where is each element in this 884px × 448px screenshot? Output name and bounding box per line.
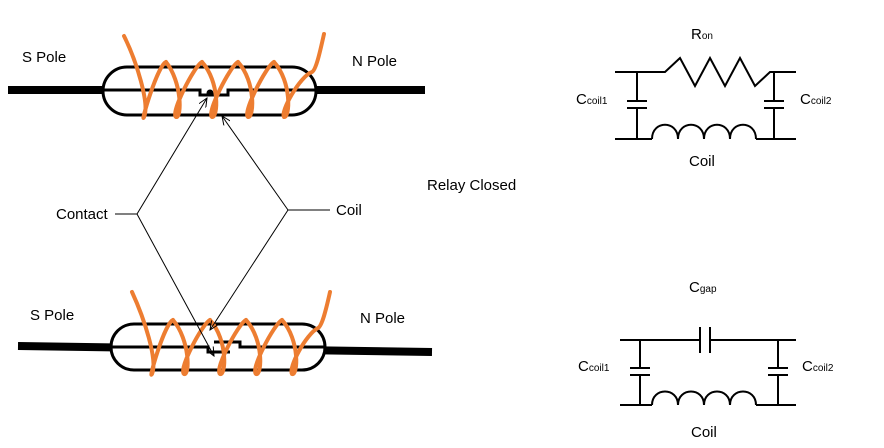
- closed-inductor: [651, 123, 757, 140]
- gap-capacitor-label: Cgap: [689, 279, 717, 296]
- open-inductor: [651, 390, 757, 406]
- bottom-n-pole-label: N Pole: [360, 310, 405, 327]
- coil-label: Coil: [336, 202, 362, 219]
- closed-coil-label: Coil: [689, 153, 715, 170]
- closed-top-wire: [615, 55, 796, 89]
- top-coil-winding: [122, 32, 326, 120]
- relay-state-label: Relay Closed: [427, 177, 516, 194]
- bottom-reed-relay: S Pole N Pole: [17, 290, 433, 377]
- open-cap-left-label: Ccoil1: [578, 358, 610, 375]
- coil-arrow-top: [222, 116, 289, 211]
- top-reed-relay: S Pole N Pole: [8, 32, 425, 120]
- open-coil-label: Coil: [691, 424, 717, 441]
- closed-right-capacitor: [764, 72, 784, 139]
- closed-left-capacitor: [627, 72, 647, 139]
- closed-cap-right-label: Ccoil2: [800, 91, 832, 108]
- coil-arrow-bottom: [210, 209, 289, 330]
- top-n-pole-label: N Pole: [352, 53, 397, 70]
- contact-arrow-top: [136, 98, 207, 215]
- open-equivalent-circuit: Cgap Ccoil1 Ccoil2 Coil: [578, 279, 834, 441]
- open-left-capacitor: [630, 340, 650, 405]
- contact-label: Contact: [56, 206, 109, 223]
- bottom-coil-winding: [130, 290, 332, 377]
- closed-cap-left-label: Ccoil1: [576, 91, 608, 108]
- top-s-pole-label: S Pole: [22, 49, 66, 66]
- callouts: Contact Coil: [56, 98, 362, 356]
- bottom-s-pole-label: S Pole: [30, 307, 74, 324]
- closed-equivalent-circuit: Ron Ccoil1 Ccoil2 Coil: [576, 26, 832, 170]
- open-right-capacitor: [768, 340, 788, 405]
- closed-resistor-label: Ron: [691, 26, 713, 43]
- contact-arrow-bottom: [136, 213, 214, 356]
- open-cap-right-label: Ccoil2: [802, 358, 834, 375]
